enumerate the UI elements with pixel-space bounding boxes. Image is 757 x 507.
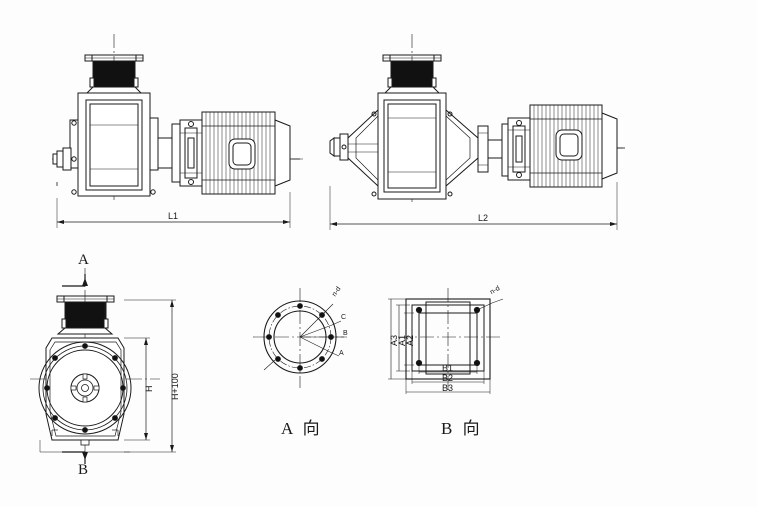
dimension-label-b3: B3: [442, 383, 454, 393]
label-flange-a: A: [339, 350, 344, 357]
dimension-label-l2: L2: [478, 213, 489, 223]
view-top-left: [52, 34, 303, 228]
dimension-label-l1: L1: [168, 211, 179, 221]
view-a-arrow-detail: [253, 288, 347, 388]
dimension-label-b1: B1: [442, 363, 454, 373]
dimension-label-a2: A2: [405, 334, 415, 346]
label-flange-c: C: [341, 314, 347, 321]
view-top-right: [329, 34, 625, 230]
label-flange-b: B: [343, 330, 348, 337]
dimension-label-h: H: [144, 385, 154, 393]
view-bottom-left: [30, 268, 176, 464]
dimension-label-h-plus-100: H+100: [170, 373, 180, 400]
section-marker-b: B: [78, 462, 89, 478]
section-marker-a: A: [78, 252, 89, 268]
view-caption-a: A 向: [281, 419, 323, 438]
view-b-arrow-detail: [388, 288, 504, 394]
view-caption-b: B 向: [441, 419, 483, 438]
dimension-label-b2: B2: [442, 373, 454, 383]
